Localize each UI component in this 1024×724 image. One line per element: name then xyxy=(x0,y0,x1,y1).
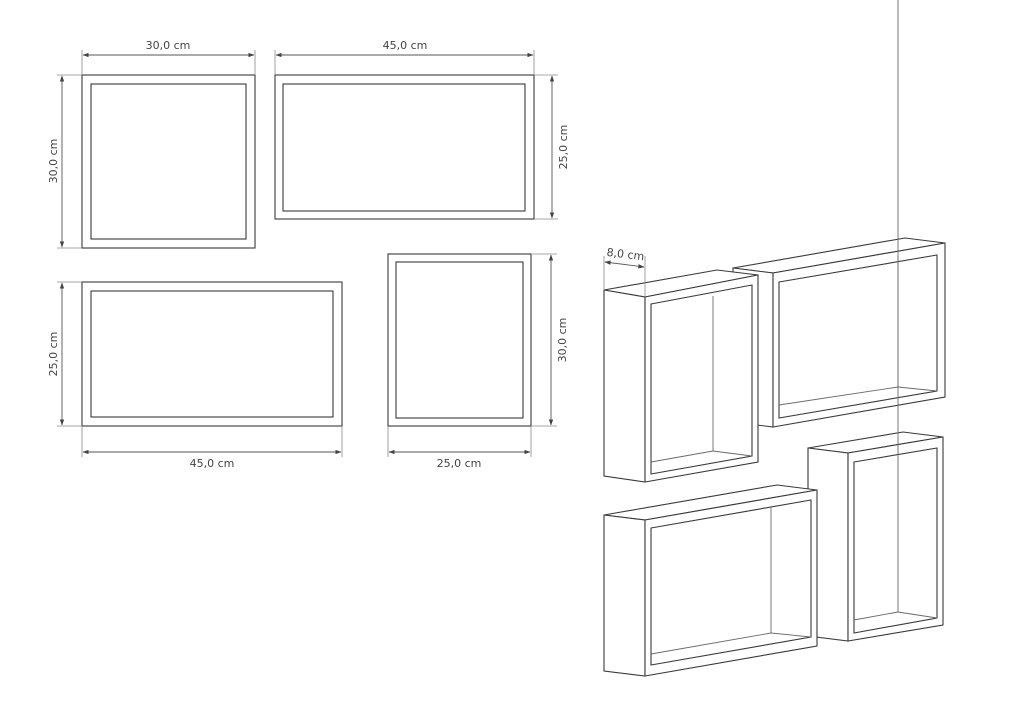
frame-d-outer xyxy=(387,253,532,427)
iso-box-top-left xyxy=(603,269,759,483)
frame-a-outer xyxy=(81,74,256,249)
depth-dimension xyxy=(604,260,645,269)
frame-c-inner xyxy=(90,290,334,418)
frame-c-height-label: 25,0 cm xyxy=(47,332,60,377)
frame-a-width-label: 30,0 cm xyxy=(146,39,191,52)
front-view-frame-b: 45,0 cm 25,0 cm xyxy=(274,39,570,220)
frame-b-outer xyxy=(274,74,535,220)
frame-b-height-label: 25,0 cm xyxy=(557,125,570,170)
frame-a-inner xyxy=(90,83,247,240)
frame-b-inner xyxy=(282,83,526,212)
iso-box-bottom-left xyxy=(603,484,818,677)
frame-a-height-label: 30,0 cm xyxy=(47,139,60,184)
frame-c-width-label: 45,0 cm xyxy=(190,457,235,470)
iso-box-top-right xyxy=(732,237,946,428)
iso-box-bottom-right xyxy=(807,0,944,642)
frame-d-inner xyxy=(395,261,524,419)
frame-c-outer xyxy=(81,281,343,427)
isometric-view: 8,0 cm xyxy=(603,0,946,677)
frame-d-width-label: 25,0 cm xyxy=(437,457,482,470)
frame-d-height-label: 30,0 cm xyxy=(556,318,569,363)
front-view-frame-c: 25,0 cm 45,0 cm xyxy=(47,281,343,470)
depth-label: 8,0 cm xyxy=(606,246,645,264)
front-view-frame-d: 30,0 cm 25,0 cm xyxy=(387,253,569,470)
frame-b-width-label: 45,0 cm xyxy=(383,39,428,52)
front-view-frame-a: 30,0 cm 30,0 cm xyxy=(47,39,256,249)
